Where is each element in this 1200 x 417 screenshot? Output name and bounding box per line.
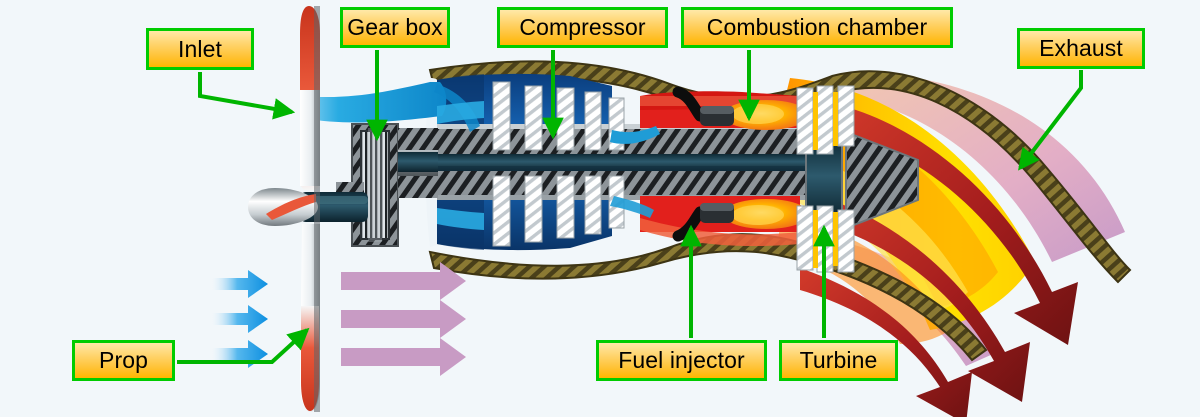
propeller-blade — [300, 6, 320, 412]
label-exhaust[interactable]: Exhaust — [1017, 28, 1145, 69]
air-inlet-duct — [302, 82, 660, 230]
label-inlet[interactable]: Inlet — [146, 28, 254, 70]
thrust-arrows — [341, 262, 466, 376]
leader-inlet — [198, 72, 296, 120]
label-prop[interactable]: Prop — [72, 340, 175, 381]
label-compressor[interactable]: Compressor — [497, 7, 668, 48]
turbine — [796, 85, 919, 273]
callout-leader-lines — [177, 50, 1083, 364]
label-turbine[interactable]: Turbine — [779, 340, 898, 381]
leader-prop — [177, 327, 310, 364]
label-gear-box[interactable]: Gear box — [340, 7, 450, 48]
label-combustion-chamber[interactable]: Combustion chamber — [681, 7, 953, 48]
reduction-gearbox — [300, 123, 438, 247]
spinner — [248, 188, 318, 226]
leader-exhaust — [1018, 70, 1083, 171]
label-fuel-injector[interactable]: Fuel injector — [596, 340, 767, 381]
intake-flow-arrows — [212, 270, 268, 368]
